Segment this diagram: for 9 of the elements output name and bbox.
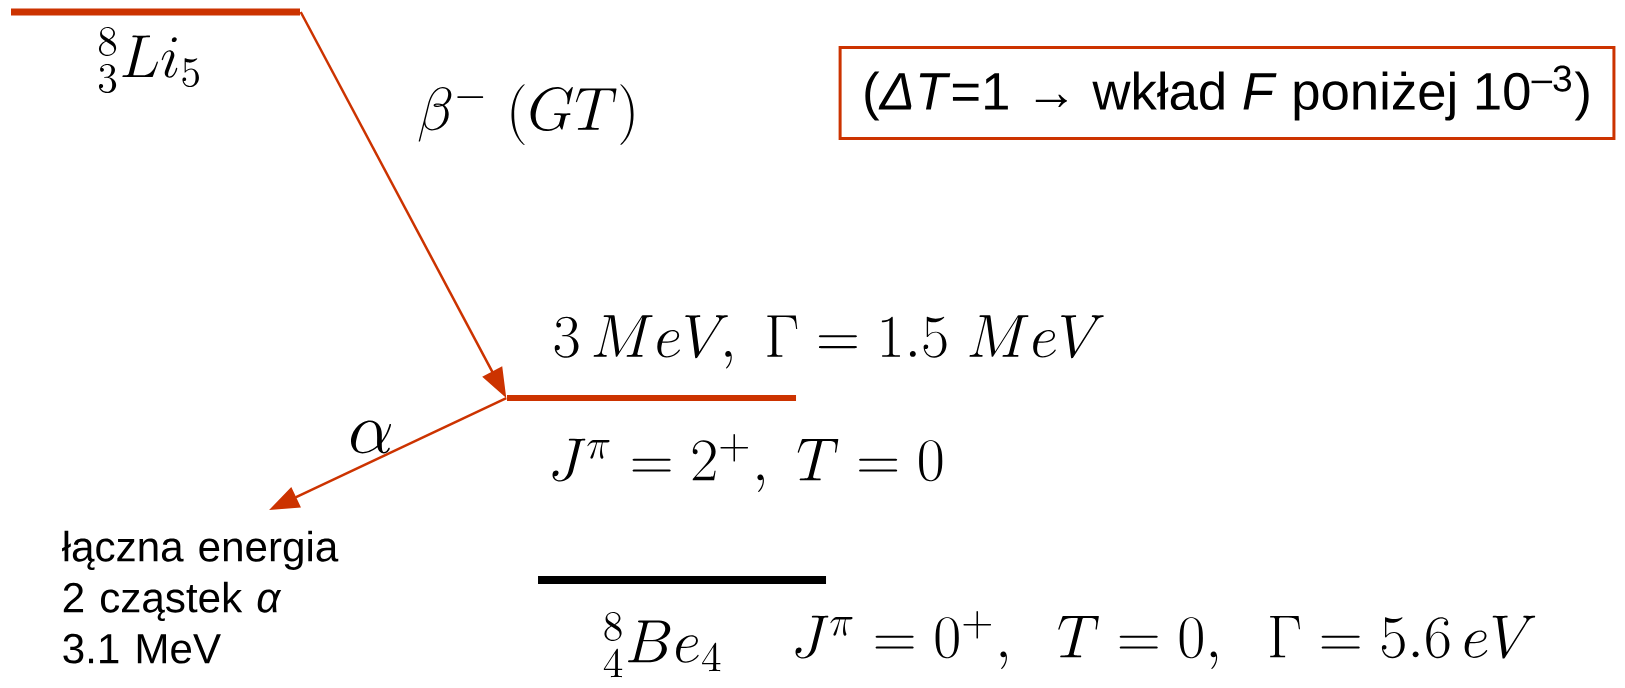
edge-label: $\alpha$ bbox=[351, 420, 391, 454]
level-label: ${}^{8}_{3}Li_{5}$ bbox=[98, 27, 199, 93]
level-label: $3\,MeV,\ \Gamma=1.5\ MeV$ bbox=[554, 315, 1104, 369]
level-label: $J^{\pi}=0^{+},\ \ T=0,\ \ \Gamma=5.6\,eV$ bbox=[795, 610, 1536, 670]
level-label: ${}^{8}_{4}Be_{4}$ bbox=[603, 612, 721, 678]
edge-label: $\beta^{-}\ (GT)$ bbox=[418, 84, 634, 145]
energy-note: łączna energia 2 cząstek α 3.1 MeV bbox=[62, 530, 339, 664]
level-label: $J^{\pi}=2^{+},\ T=0$ bbox=[552, 433, 943, 493]
note-box: (ΔT=1 → wkład F poniżej 10$^{–3}$) bbox=[838, 45, 1616, 141]
